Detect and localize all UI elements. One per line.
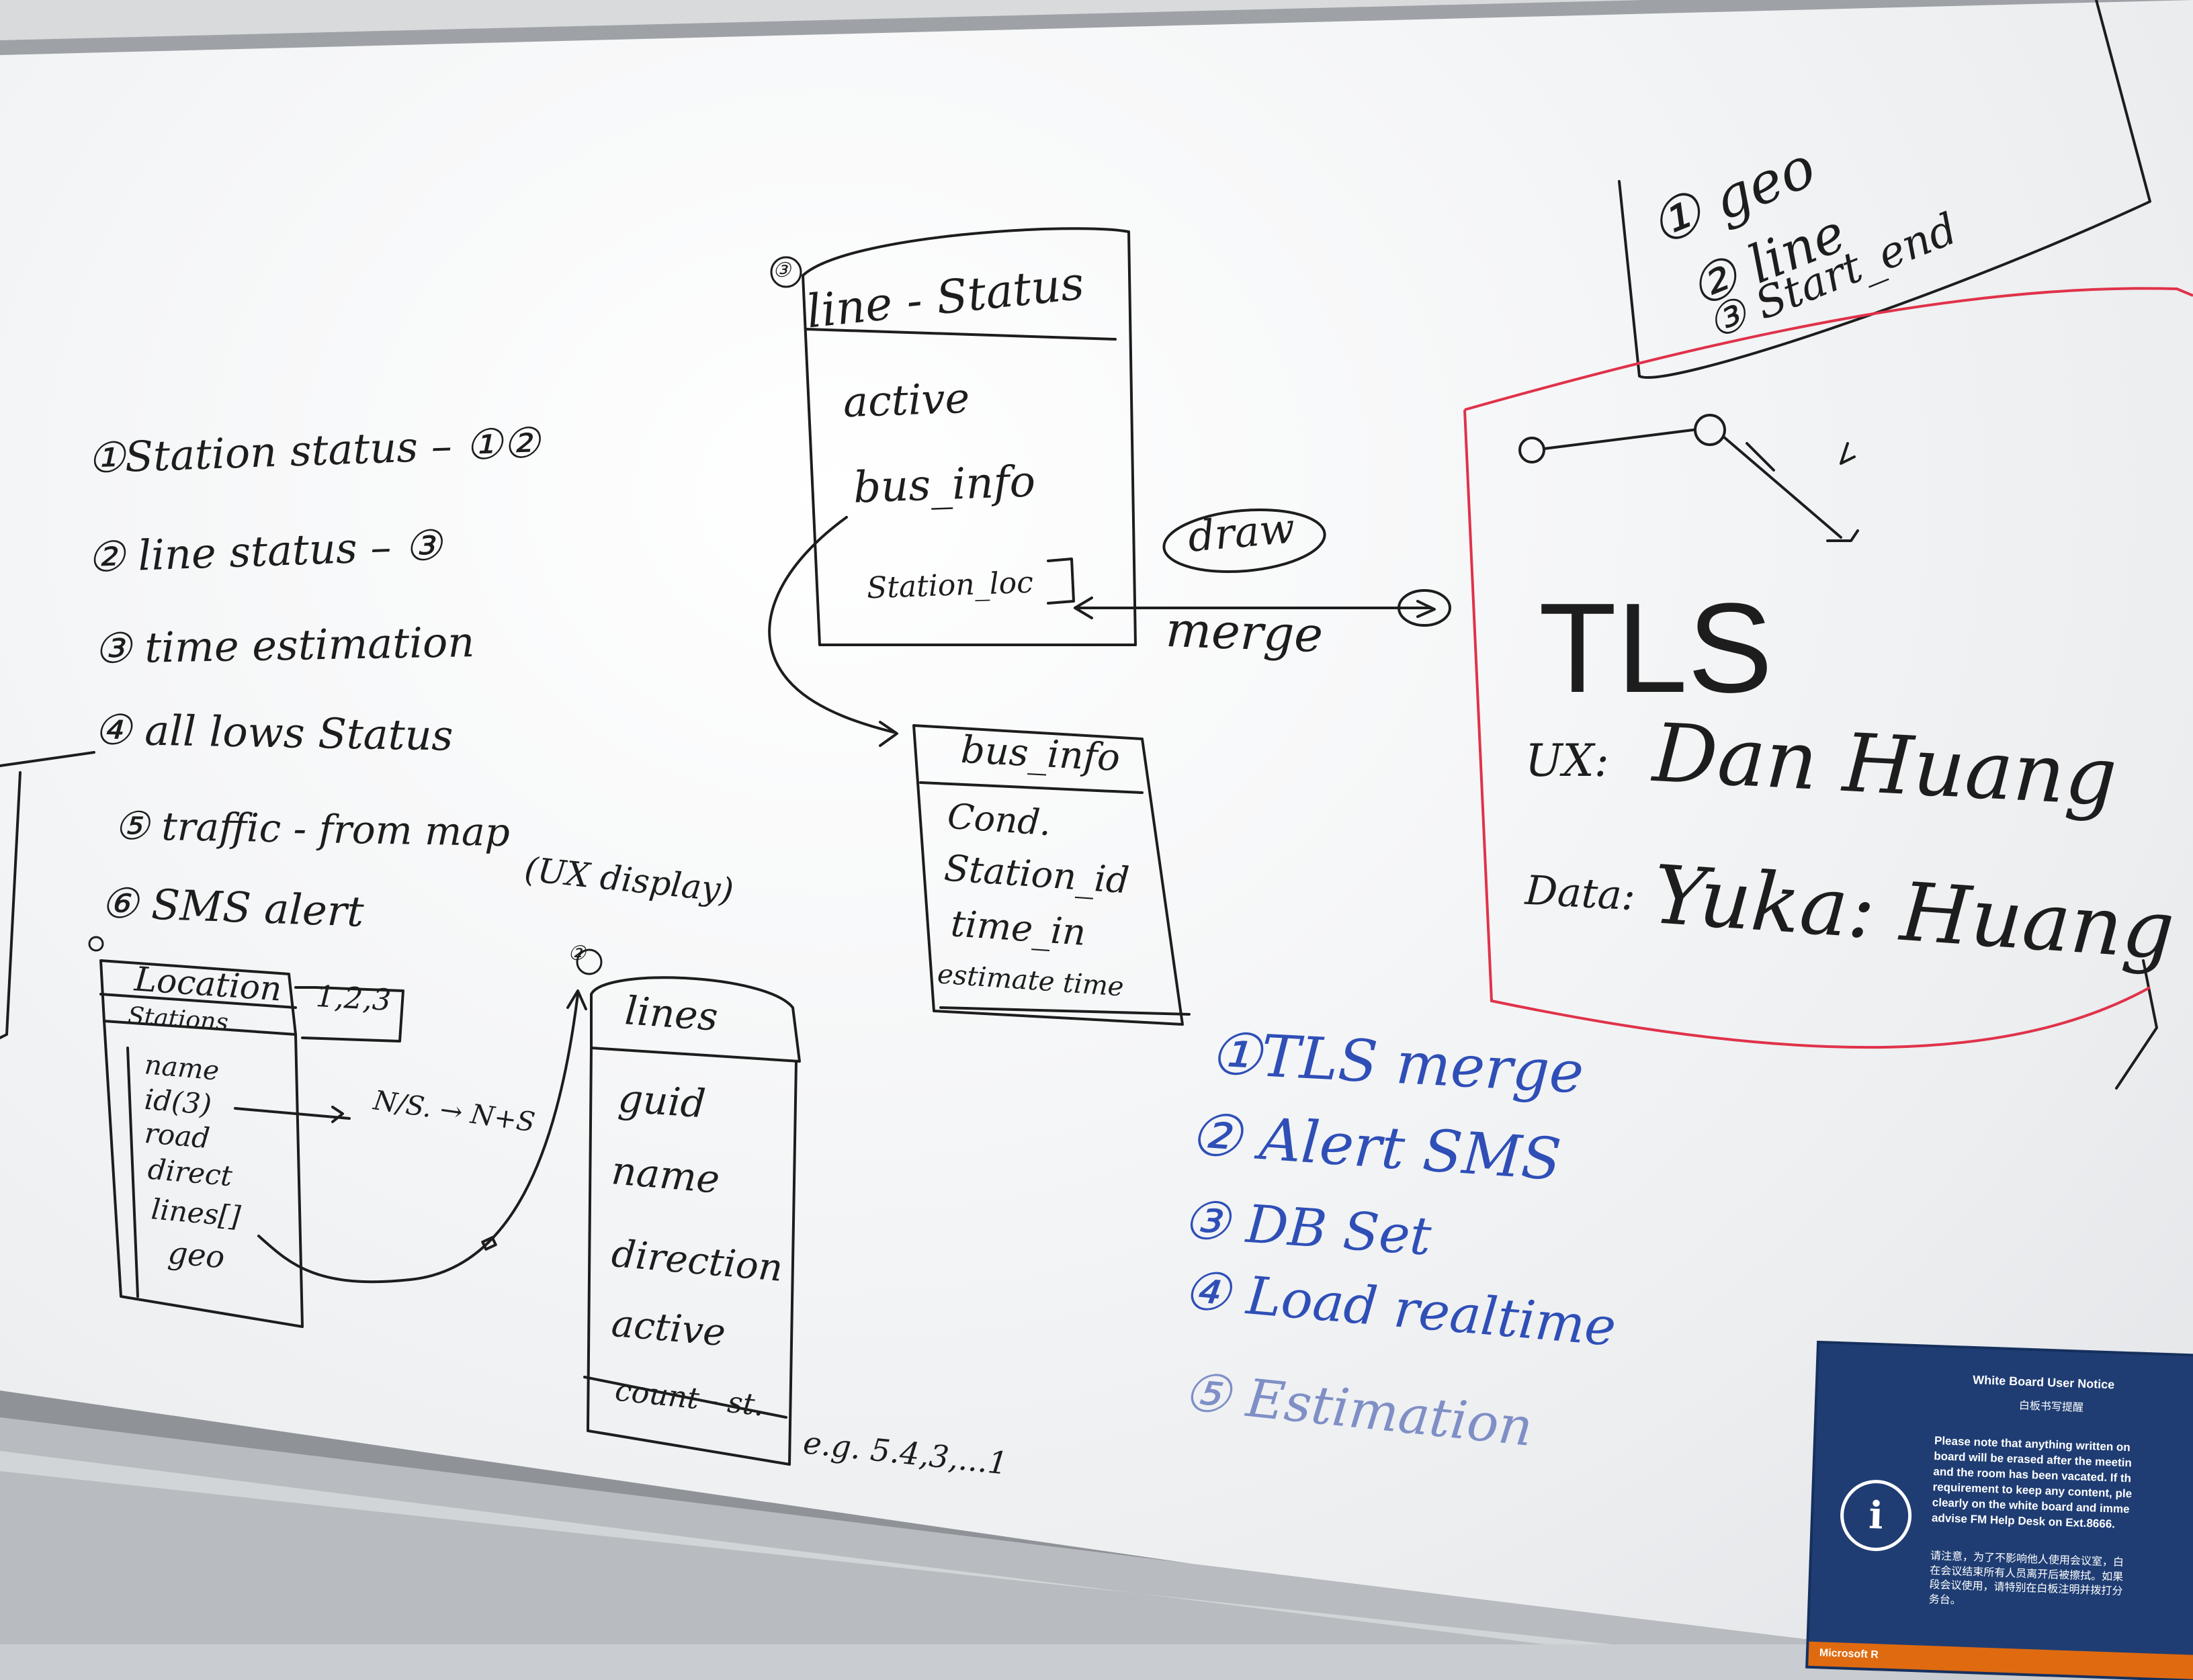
lines-table-header (590, 976, 801, 1063)
left-list-item-6: ⑥ SMS alert (99, 878, 365, 936)
whiteboard-user-notice: White Board User Notice 白板书写提醒 i Please … (1808, 1343, 2193, 1680)
notice-footer: Microsoft R (1808, 1641, 2193, 1680)
tls-node-1 (1518, 437, 1545, 463)
tls-node-2 (1694, 414, 1726, 446)
bus-info-field-time-in: time_in (949, 902, 1088, 954)
lines-field-active: active (609, 1301, 728, 1356)
left-list-item-2: ② line status – ③ (86, 520, 443, 582)
notice-body-chinese: 请注意，为了不影响他人使用会议室，白 在会议结束所有人员离开后被擦拭。如果 段会… (1928, 1550, 2124, 1607)
bus-info-title: bus_info (959, 727, 1121, 781)
tls-ux-label: UX: (1525, 735, 1609, 787)
merge-label: merge (1164, 601, 1324, 664)
line-status-field-station-loc: Station_loc (866, 565, 1034, 606)
draw-label: draw (1186, 503, 1297, 562)
tls-red-box (1463, 287, 2193, 1049)
bus-info-field-cond: Cond. (946, 796, 1053, 844)
location-table-tag: 1,2,3 (314, 979, 392, 1018)
notice-body: Please note that anything written on boa… (1931, 1434, 2133, 1531)
bus-info-link-arrow (768, 516, 895, 734)
bus-info-table (912, 724, 1184, 1026)
top-right-box (1618, 0, 2151, 379)
lines-table-title: lines (623, 987, 720, 1040)
location-table-subtitle: Stations (126, 1002, 230, 1037)
ink-strokes (0, 0, 2193, 1466)
location-field-road: road (143, 1116, 212, 1155)
notice-subtitle: 白板书写提醒 (2018, 1400, 2084, 1414)
left-list-item-3: ③ time estimation (93, 617, 475, 673)
lines-field-name: name (609, 1147, 722, 1202)
line-status-number: ③ (773, 259, 791, 282)
info-icon: i (1839, 1478, 1913, 1552)
tls-data-label: Data: (1524, 867, 1637, 920)
lines-link-arrow (257, 993, 579, 1284)
location-field-name: name (143, 1049, 221, 1087)
draw-ellipse (1162, 508, 1326, 574)
line-status-field-bus-info: bus_info (852, 457, 1037, 513)
tls-title: TLS (1539, 577, 1773, 719)
lines-field-guid: guid (616, 1075, 707, 1127)
notice-footer-text: Microsoft R (1819, 1647, 1879, 1661)
line-status-field-active: active (842, 373, 971, 427)
left-edge-arrow (0, 751, 95, 767)
left-list-item-4: ④ all lows Status (93, 705, 454, 760)
location-field-direct: direct (146, 1152, 234, 1193)
line-status-table (802, 227, 1137, 646)
location-tag-box (294, 986, 404, 1043)
tls-ux-name: Dan Huang (1650, 707, 2119, 824)
location-field-lines: lines[] (150, 1192, 243, 1233)
lines-table-number: ② (568, 942, 586, 965)
location-field-geo: geo (166, 1234, 226, 1276)
location-field-id: id(3) (143, 1082, 213, 1122)
location-table-title: Location (133, 959, 284, 1009)
notice-title: White Board User Notice (1972, 1373, 2115, 1392)
left-list-item-5: ⑤ traffic - from map (114, 802, 511, 856)
